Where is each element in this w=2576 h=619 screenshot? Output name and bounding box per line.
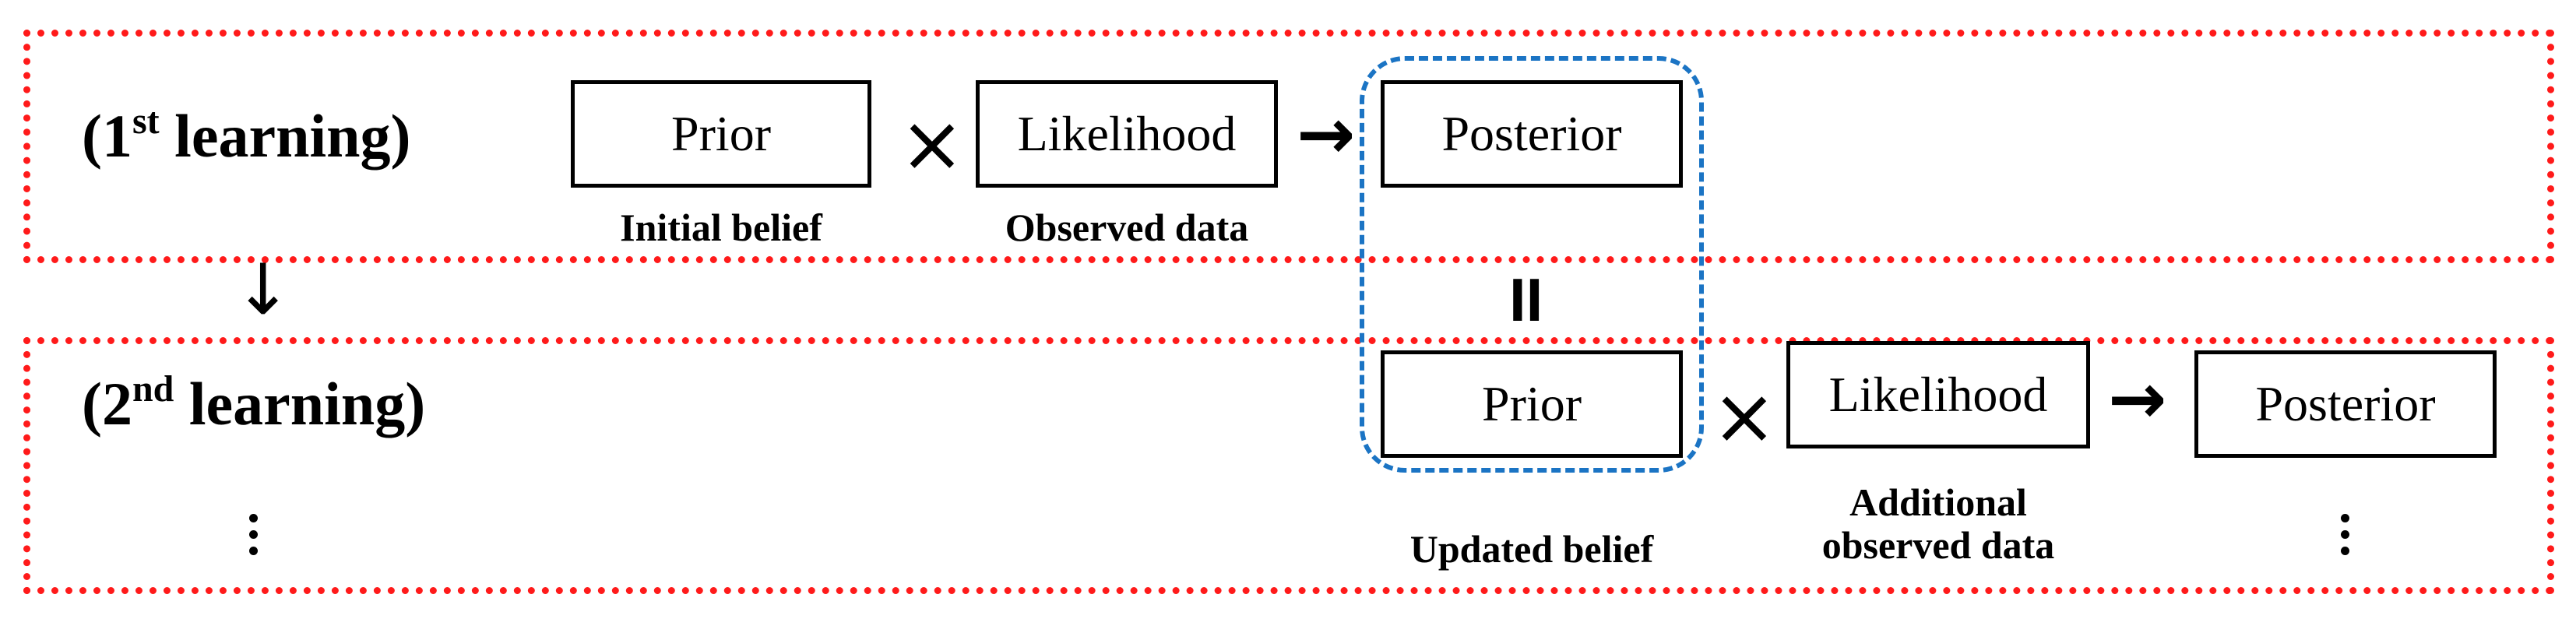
likelihood-box-1: Likelihood xyxy=(976,80,1278,188)
second-learning-title-prefix: (2 xyxy=(82,370,132,438)
first-learning-title-prefix: (1 xyxy=(82,102,132,170)
posterior-box-2: Posterior xyxy=(2194,350,2497,458)
posterior-to-prior-highlight xyxy=(1360,56,1704,473)
first-learning-title: (1st learning) xyxy=(82,100,410,171)
second-learning-frame xyxy=(23,337,2554,594)
additional-caption-line1: Additional xyxy=(1849,480,2027,524)
likelihood-label-1: Likelihood xyxy=(1017,106,1237,161)
observed-data-caption: Observed data xyxy=(1005,206,1249,249)
updated-belief-caption: Updated belief xyxy=(1409,527,1654,571)
likelihood-box-2: Likelihood xyxy=(1786,341,2090,448)
first-learning-frame xyxy=(23,30,2554,263)
prior-label-1: Prior xyxy=(671,106,771,161)
posterior-label-2: Posterior xyxy=(2255,376,2436,431)
prior-box-2: Prior xyxy=(1381,350,1683,458)
likelihood-label-2: Likelihood xyxy=(1828,367,2048,422)
multiply-symbol-2: × xyxy=(1712,371,1777,462)
posterior-label-1: Posterior xyxy=(1441,106,1622,161)
prior-label-2: Prior xyxy=(1482,376,1582,431)
prior-box-1: Prior xyxy=(571,80,871,188)
arrow-down-icon: ↓ xyxy=(234,249,293,331)
equals-symbol: II xyxy=(1509,266,1543,334)
first-learning-title-superscript: st xyxy=(132,100,160,142)
continuation-dots-left xyxy=(248,514,259,563)
continuation-dots-right xyxy=(2339,514,2350,563)
multiply-symbol-1: × xyxy=(899,98,965,189)
first-learning-title-suffix: learning) xyxy=(159,102,411,170)
arrow-right-icon-1: → xyxy=(1297,93,1356,175)
second-learning-title-superscript: nd xyxy=(132,368,174,410)
posterior-box-1: Posterior xyxy=(1381,80,1683,188)
additional-observed-data-caption: Additional observed data xyxy=(1759,481,2117,567)
initial-belief-caption: Initial belief xyxy=(620,206,822,249)
additional-caption-line2: observed data xyxy=(1821,523,2055,567)
second-learning-title: (2nd learning) xyxy=(82,368,425,439)
second-learning-title-suffix: learning) xyxy=(174,370,426,438)
arrow-right-icon-2: → xyxy=(2108,358,2167,440)
